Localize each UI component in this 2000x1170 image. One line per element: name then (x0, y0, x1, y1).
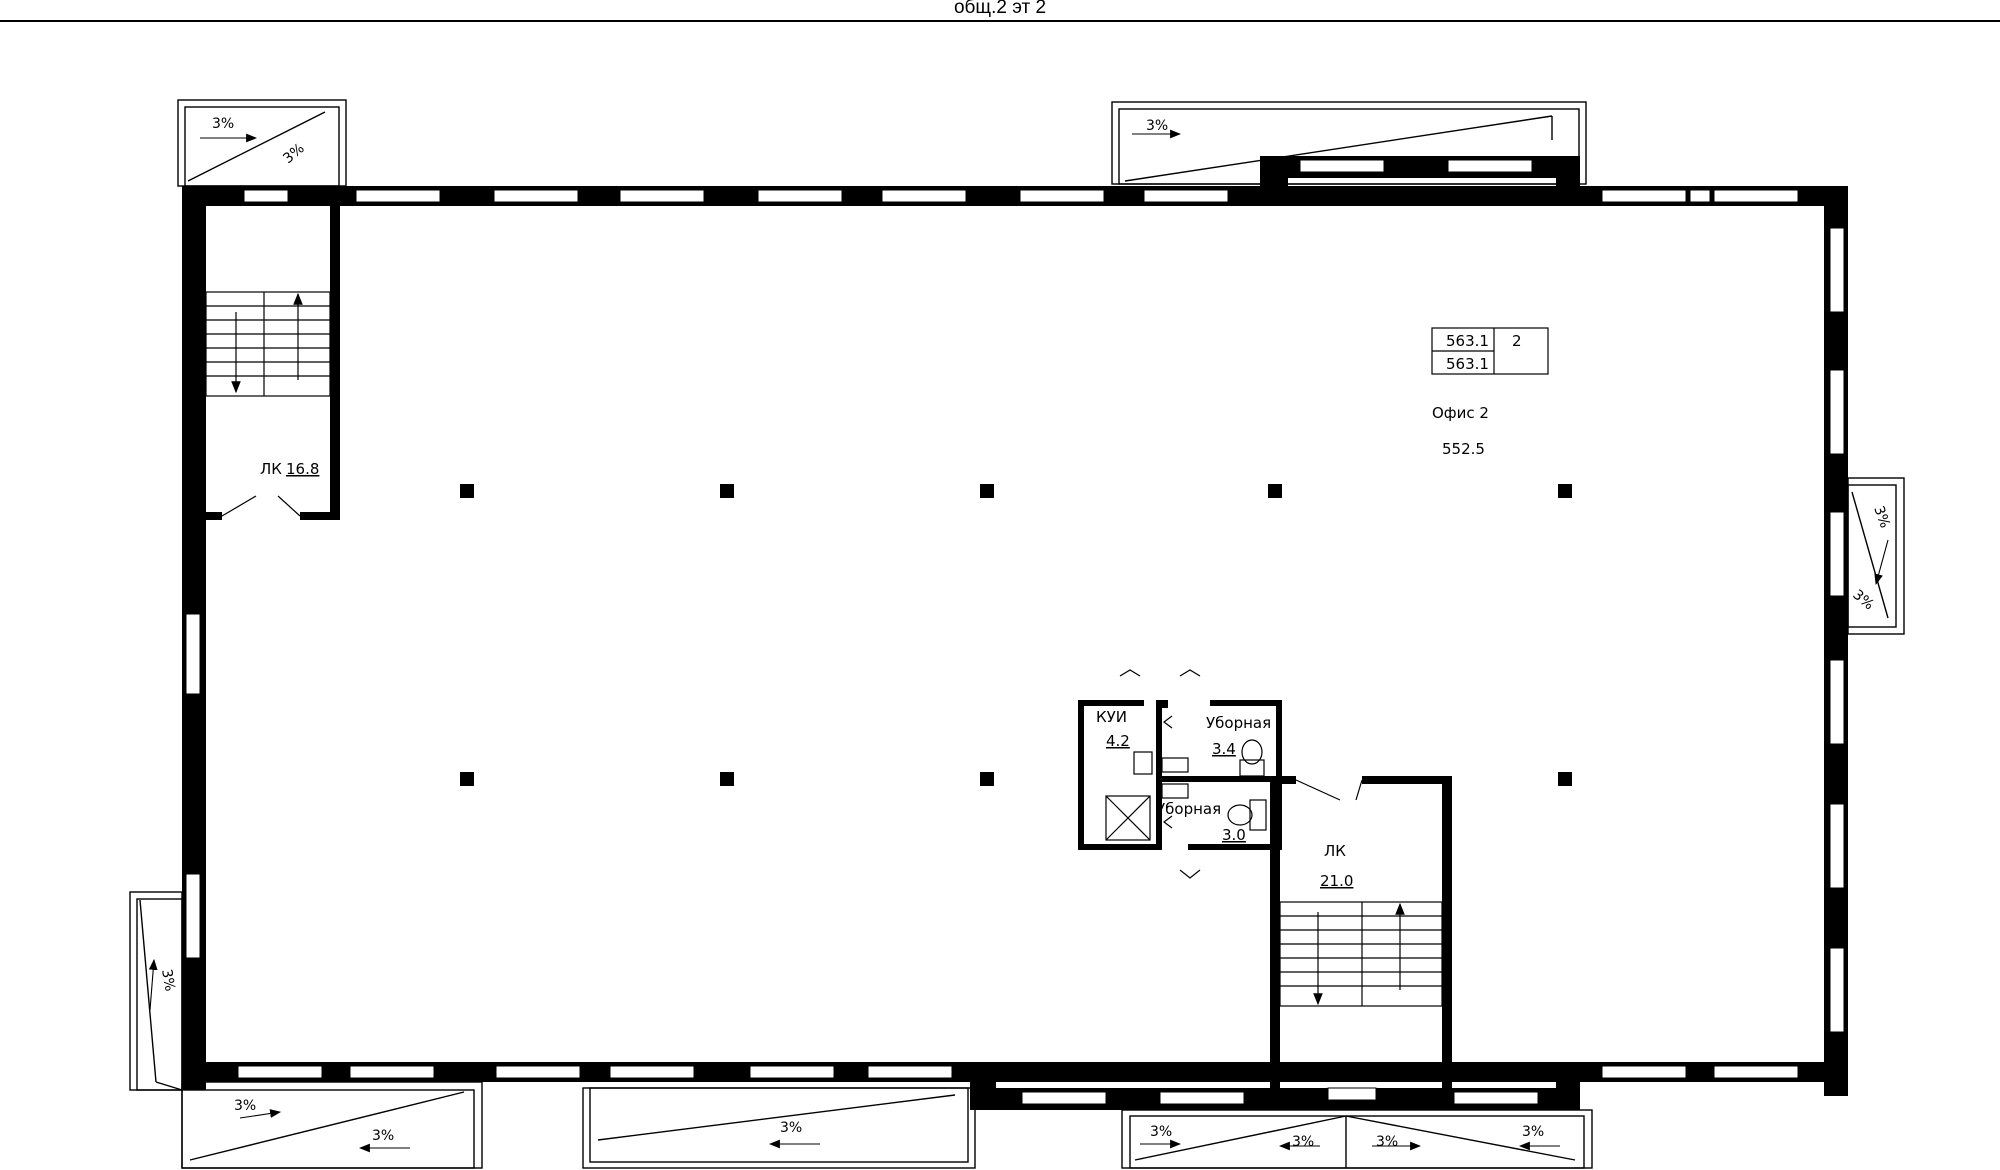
slope-label: 3% (1522, 1124, 1544, 1140)
slope-label: 3% (1146, 118, 1168, 134)
slope-label: 3% (158, 968, 178, 993)
slope-label: 3% (1376, 1134, 1398, 1150)
stamp-floor-number: 2 (1512, 332, 1522, 350)
drawing-header: общ.2 эт 2 (0, 0, 2000, 22)
slope-label: 3% (234, 1098, 256, 1114)
room-name: КУИ (1096, 708, 1127, 726)
doors (221, 495, 1363, 879)
exterior-walls (182, 156, 1848, 1110)
slope-label: 3% (372, 1128, 394, 1144)
room-name: ЛК (1324, 842, 1346, 860)
slope-label: 3% (1292, 1134, 1314, 1150)
stamp-floor-area: 563.1 (1446, 355, 1489, 373)
room-name: Офис 2 (1432, 404, 1489, 422)
area-stamp: 563.1 563.1 2 (1431, 327, 1549, 375)
slope-labels: 3% 3% 3% 3% 3% 3% 3% 3% 3% 3% 3% 3% 3% (158, 116, 1893, 1150)
room-name: ЛК (260, 460, 282, 478)
stair-right (1279, 901, 1443, 1007)
drawing-title: общ.2 эт 2 (953, 0, 1047, 18)
room-name: Уборная (1206, 714, 1271, 732)
room-area: 4.2 (1106, 732, 1130, 750)
slope-label: 3% (1150, 1124, 1172, 1140)
slope-label: 3% (280, 141, 307, 168)
slope-label: 3% (1870, 504, 1893, 530)
room-area: 3.4 (1212, 740, 1236, 758)
slope-label: 3% (1849, 587, 1876, 614)
sanitary-fixtures (1105, 739, 1267, 841)
room-name: Уборная (1156, 800, 1221, 818)
interior-walls (206, 206, 1452, 1096)
slope-arrows (148, 129, 1889, 1153)
balconies (129, 99, 1905, 1169)
slope-label: 3% (212, 116, 234, 132)
stair-left (205, 291, 331, 397)
slope-label: 3% (780, 1120, 802, 1136)
room-area: 3.0 (1222, 826, 1246, 844)
windows (185, 159, 1845, 1105)
stamp-total-area: 563.1 (1446, 332, 1489, 350)
room-area: 16.8 (286, 460, 319, 478)
room-area: 21.0 (1320, 872, 1353, 890)
columns (460, 484, 1572, 786)
room-labels: ЛК 16.8 Офис 2 552.5 КУИ 4.2 Уборная 3.4… (260, 404, 1489, 890)
room-area: 552.5 (1442, 440, 1485, 458)
